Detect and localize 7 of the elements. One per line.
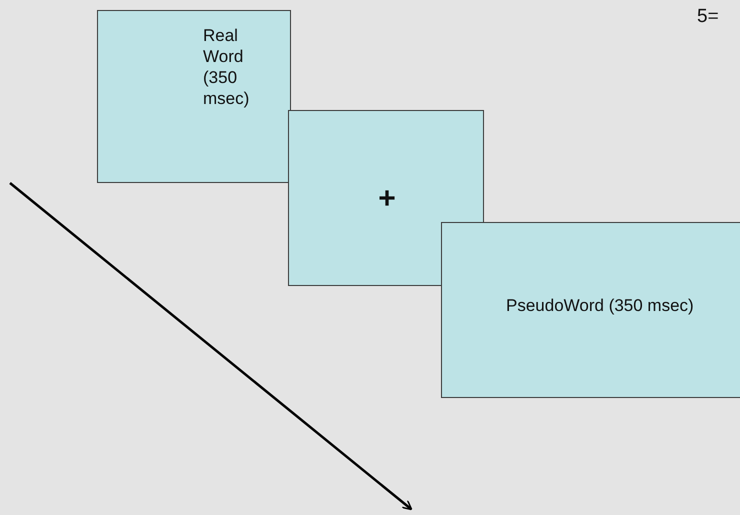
screen-box xyxy=(97,10,291,183)
stimulus-text: PseudoWord (350 msec) xyxy=(506,295,695,316)
stimulus-text: Real Word (350 msec) xyxy=(203,25,250,109)
note-text: 5= xyxy=(697,6,719,28)
screen-box xyxy=(288,110,484,286)
fixation-cross: + xyxy=(377,184,397,214)
screen-box xyxy=(441,222,740,398)
